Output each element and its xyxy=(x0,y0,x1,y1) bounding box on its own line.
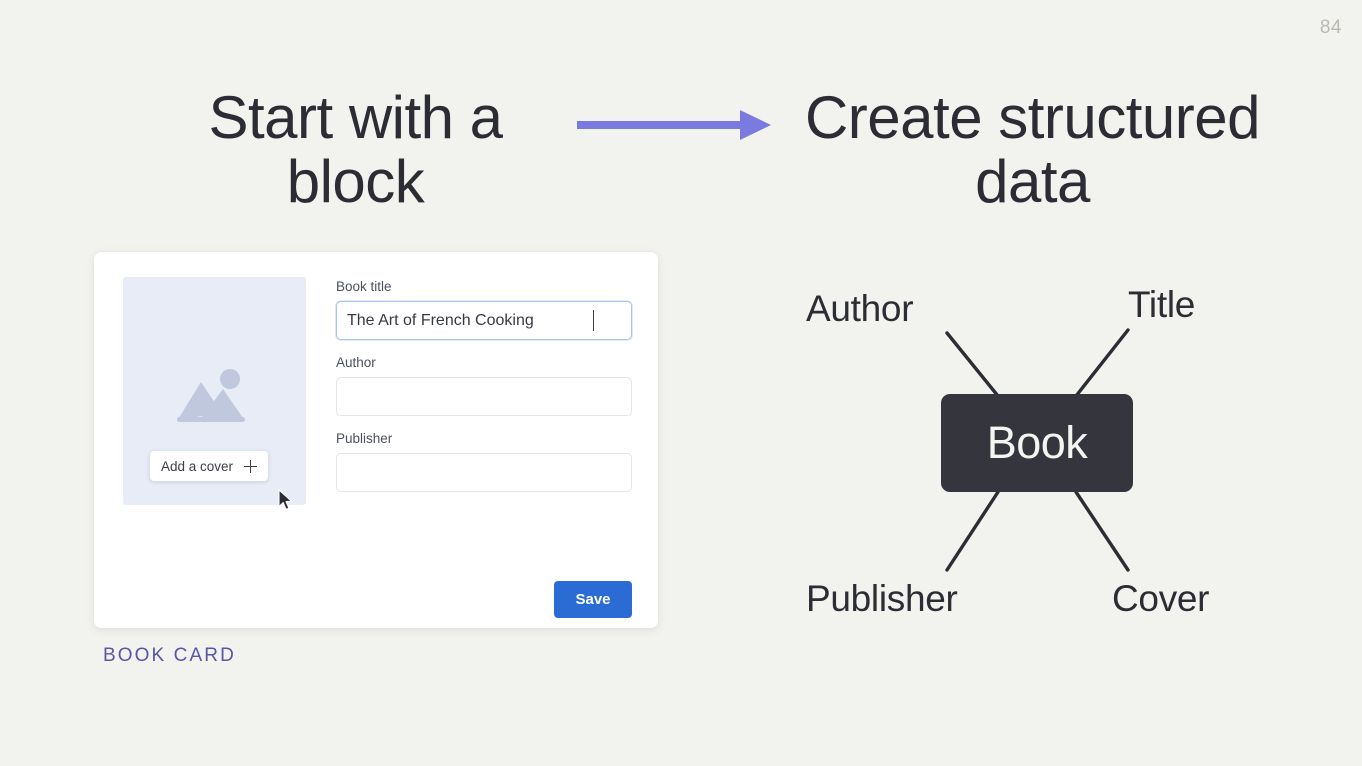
page-number: 84 xyxy=(1319,17,1342,38)
image-placeholder-icon xyxy=(175,365,255,427)
book-form: Book title Author Publisher Save xyxy=(336,279,632,618)
field-author: Author xyxy=(336,355,632,416)
add-cover-button[interactable]: Add a cover xyxy=(150,451,269,481)
publisher-input[interactable] xyxy=(336,453,632,492)
arrow-right-icon xyxy=(574,103,774,147)
book-card-caption: BOOK CARD xyxy=(103,645,236,666)
field-book-title: Book title xyxy=(336,279,632,340)
heading-left: Start with a block xyxy=(208,84,503,215)
book-card: Add a cover Book title Author xyxy=(94,252,658,628)
author-input[interactable] xyxy=(336,377,632,416)
diagram-connector-lines xyxy=(945,328,1130,572)
book-title-label: Book title xyxy=(336,279,392,294)
field-publisher: Publisher xyxy=(336,431,632,492)
publisher-label: Publisher xyxy=(336,431,393,446)
book-title-input-wrap xyxy=(336,301,632,340)
diagram-label-title: Title xyxy=(1128,284,1196,325)
cover-dropzone[interactable]: Add a cover xyxy=(123,277,306,510)
book-title-input[interactable] xyxy=(336,301,632,340)
node-book: Book xyxy=(941,394,1133,492)
diagram-label-cover: Cover xyxy=(1112,578,1210,619)
save-button[interactable]: Save xyxy=(554,581,632,618)
text-caret xyxy=(592,310,594,331)
heading-right: Create structured data xyxy=(804,84,1261,215)
add-cover-label: Add a cover xyxy=(161,458,234,474)
mouse-pointer-icon xyxy=(278,489,294,511)
diagram-label-author: Author xyxy=(806,288,914,329)
plus-icon xyxy=(244,459,258,473)
author-label: Author xyxy=(336,355,376,370)
diagram-label-publisher: Publisher xyxy=(806,578,958,619)
structured-data-diagram: Book Author Title Publisher Cover xyxy=(780,270,1280,640)
